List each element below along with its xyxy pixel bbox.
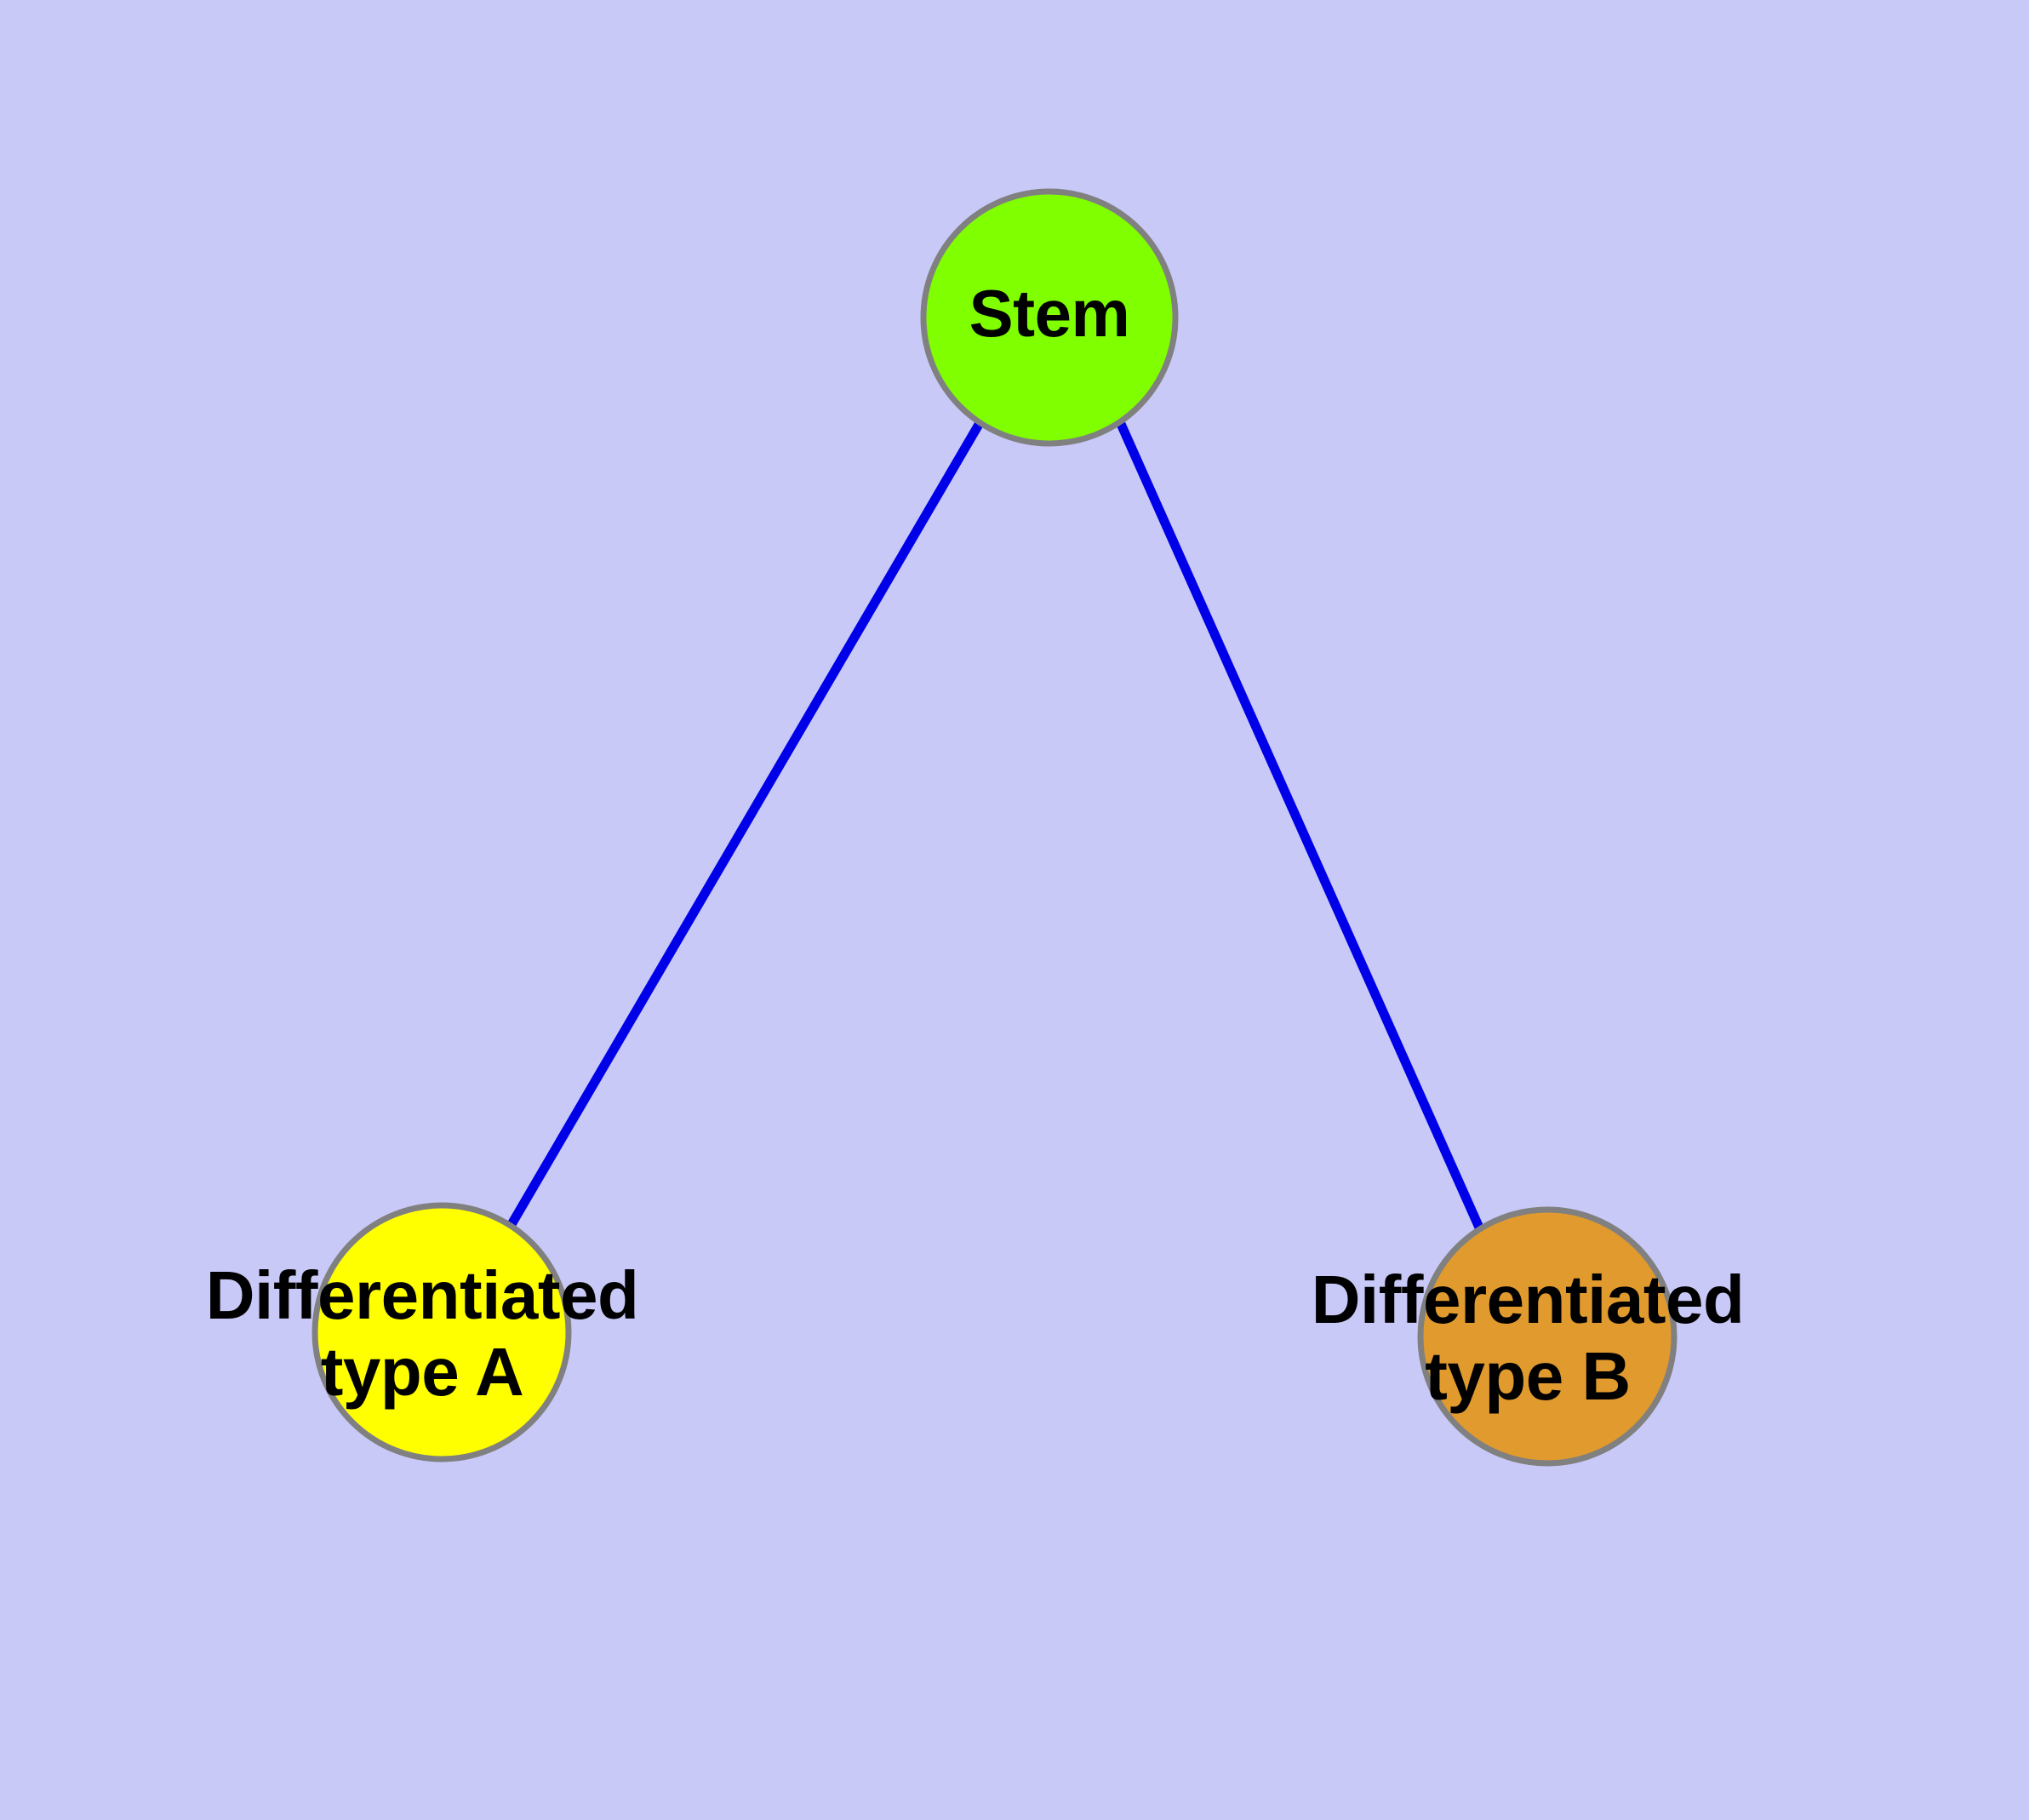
node-layer bbox=[311, 188, 1677, 1467]
node-differentiated-type-a-circle[interactable] bbox=[311, 1202, 572, 1462]
node-differentiated-type-b-circle[interactable] bbox=[1417, 1206, 1677, 1467]
edge-layer bbox=[506, 421, 1484, 1230]
edge-stem-to-differentiated-type-a bbox=[506, 421, 984, 1228]
node-stem-circle[interactable] bbox=[920, 188, 1179, 447]
edge-stem-to-differentiated-type-b bbox=[1116, 421, 1484, 1230]
